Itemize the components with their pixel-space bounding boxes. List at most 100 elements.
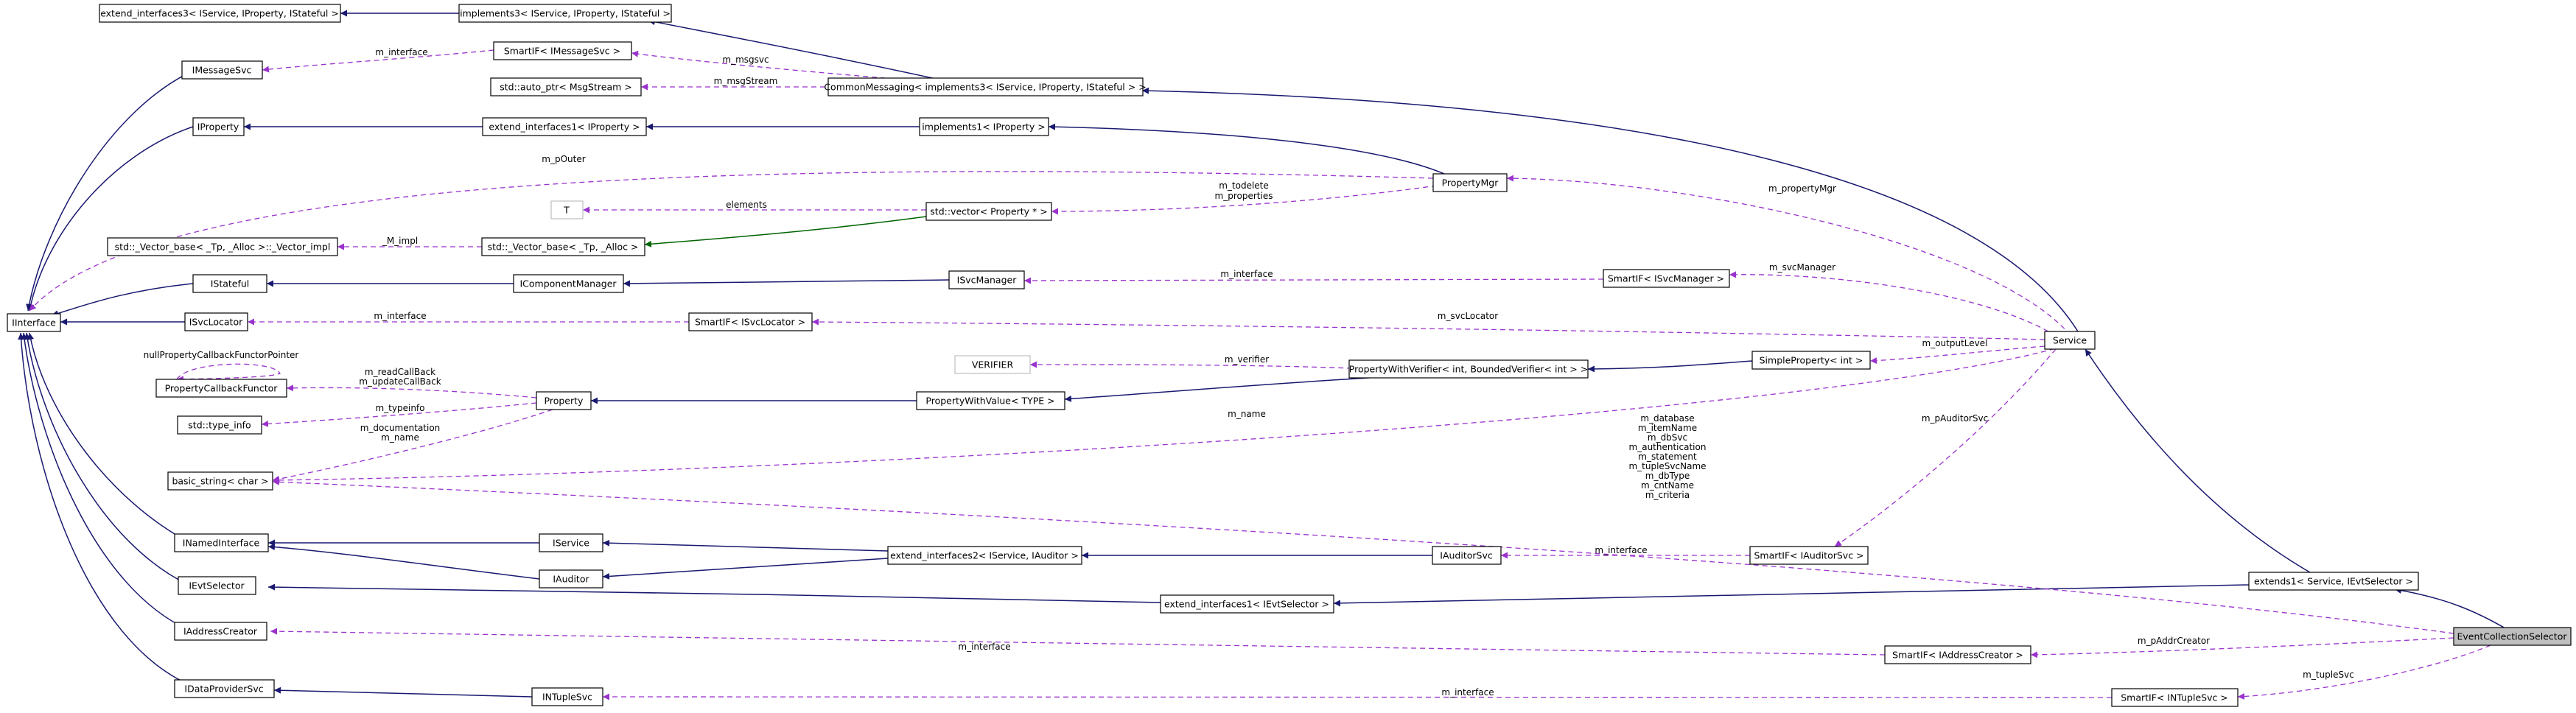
- svg-text:IComponentManager: IComponentManager: [519, 278, 617, 289]
- edge-property-to-propertycallbackfunctor: [286, 384, 537, 398]
- edge-property-to-basic-string: [272, 409, 553, 482]
- node-t[interactable]: T: [550, 200, 584, 219]
- node-icomponentmanager[interactable]: IComponentManager: [513, 274, 624, 293]
- svg-text:m_database: m_database: [1640, 413, 1694, 424]
- svg-text:SmartIF< IMessageSvc >: SmartIF< IMessageSvc >: [504, 46, 620, 57]
- svg-text:m_authentication: m_authentication: [1629, 442, 1707, 452]
- node-verifier[interactable]: VERIFIER: [954, 355, 1031, 374]
- svg-text:ISvcLocator: ISvcLocator: [189, 317, 243, 328]
- svg-text:SmartIF< INTupleSvc >: SmartIF< INTupleSvc >: [2121, 692, 2228, 703]
- svg-text:std::auto_ptr< MsgStream >: std::auto_ptr< MsgStream >: [500, 82, 631, 93]
- edge-eventcollectionselector-to-smartif-intuplesvc: [2237, 644, 2491, 700]
- edge-service-to-smartif-iauditorsvc: [1834, 348, 2057, 547]
- node-smartif-isvcmanager[interactable]: SmartIF< ISvcManager >: [1603, 269, 1730, 288]
- edge-commonmessaging-to-smartif-imessagesvc: [631, 50, 922, 82]
- node-auto-ptr-msgstream[interactable]: std::auto_ptr< MsgStream >: [490, 77, 642, 96]
- node-iaddresscreator[interactable]: IAddressCreator: [174, 622, 267, 641]
- node-vector-property[interactable]: std::vector< Property * >: [925, 202, 1052, 221]
- node-smartif-iaddresscreator[interactable]: SmartIF< IAddressCreator >: [1884, 645, 2031, 664]
- node-smartif-imessagesvc[interactable]: SmartIF< IMessageSvc >: [493, 41, 632, 60]
- node-idataprovidersvc[interactable]: IDataProviderSvc: [174, 679, 275, 698]
- edge-propertywithverifier-to-verifier: [1029, 361, 1353, 369]
- svg-text:SmartIF< ISvcManager >: SmartIF< ISvcManager >: [1608, 273, 1724, 284]
- edge-service-to-commonmessaging: [1141, 87, 2079, 332]
- svg-text:IMessageSvc: IMessageSvc: [192, 65, 252, 76]
- node-property[interactable]: Property: [536, 391, 592, 410]
- label-m-interface-msg: m_interface: [375, 47, 427, 57]
- edge-service-to-simpleproperty: [1869, 345, 2045, 365]
- node-propertywithvalue[interactable]: PropertyWithValue< TYPE >: [916, 391, 1065, 410]
- label-m-typeinfo: m_typeinfo: [375, 403, 424, 413]
- node-iproperty[interactable]: IProperty: [192, 117, 245, 136]
- node-vector-base-impl[interactable]: std::_Vector_base< _Tp, _Alloc >::_Vecto…: [107, 237, 338, 256]
- edge-service-to-smartif-isvclocator: [811, 318, 2045, 340]
- label-m-svclocator: m_svcLocator: [1438, 311, 1498, 321]
- label-m-pouter: m_pOuter: [542, 154, 585, 164]
- node-iauditorsvc[interactable]: IAuditorSvc: [1432, 546, 1502, 565]
- node-implements3[interactable]: implements3< IService, IProperty, IState…: [458, 4, 672, 23]
- node-basic-string[interactable]: basic_string< char >: [167, 471, 273, 491]
- label-m-interface-svcloc: m_interface: [374, 311, 426, 321]
- svg-text:PropertyWithVerifier< int, Bou: PropertyWithVerifier< int, BoundedVerifi…: [1349, 364, 1588, 375]
- svg-text:extend_interfaces1< IProperty: extend_interfaces1< IProperty >: [489, 122, 640, 133]
- node-vector-base[interactable]: std::_Vector_base< _Tp, _Alloc >: [481, 237, 645, 256]
- node-smartif-iauditorsvc[interactable]: SmartIF< IAuditorSvc >: [1749, 546, 1869, 565]
- node-inamedinterface[interactable]: INamedInterface: [174, 533, 269, 552]
- node-extends1[interactable]: extends1< Service, IEvtSelector >: [2248, 572, 2419, 591]
- edge-istateful-to-iinterface: [51, 283, 194, 317]
- node-propertymgr[interactable]: PropertyMgr: [1432, 173, 1508, 192]
- node-isvclocator[interactable]: ISvcLocator: [184, 312, 248, 331]
- node-eventcollectionselector[interactable]: EventCollectionSelector: [2453, 627, 2572, 646]
- edge-iaddresscreator-to-iinterface: [21, 332, 191, 631]
- svg-text:std::_Vector_base< _Tp, _Alloc: std::_Vector_base< _Tp, _Alloc >: [488, 242, 639, 253]
- svg-text:SmartIF< IAuditorSvc >: SmartIF< IAuditorSvc >: [1754, 550, 1863, 561]
- node-extend-interfaces1-ievtselector[interactable]: extend_interfaces1< IEvtSelector >: [1160, 594, 1334, 614]
- svg-text:IAuditor: IAuditor: [553, 574, 589, 585]
- svg-text:SmartIF< IAddressCreator >: SmartIF< IAddressCreator >: [1892, 650, 2023, 661]
- edge-extend-interfaces1-ievtselector-to-ievtselector: [267, 583, 1161, 603]
- edge-ievtselector-to-iinterface: [24, 332, 191, 586]
- svg-text:SmartIF< ISvcLocator >: SmartIF< ISvcLocator >: [695, 317, 805, 328]
- node-smartif-intuplesvc[interactable]: SmartIF< INTupleSvc >: [2111, 688, 2239, 707]
- svg-text:m_cntName: m_cntName: [1641, 480, 1694, 491]
- label-m-paddrcreator: m_pAddrCreator: [2138, 636, 2210, 646]
- node-service[interactable]: Service: [2044, 331, 2096, 350]
- svg-text:IAuditorSvc: IAuditorSvc: [1440, 550, 1493, 561]
- node-extend-interfaces2[interactable]: extend_interfaces2< IService, IAuditor >: [887, 546, 1082, 565]
- node-istateful[interactable]: IStateful: [192, 274, 267, 293]
- svg-text:IInterface: IInterface: [12, 317, 56, 329]
- node-smartif-isvclocator[interactable]: SmartIF< ISvcLocator >: [688, 312, 813, 331]
- node-extend-interfaces3[interactable]: extend_interfaces3< IService, IProperty,…: [99, 4, 341, 23]
- node-type-info[interactable]: std::type_info: [177, 415, 262, 435]
- label-m-interface-tuple: m_interface: [1441, 687, 1494, 698]
- node-intuplesvc[interactable]: INTupleSvc: [531, 687, 603, 706]
- node-implements1-iproperty[interactable]: implements1< IProperty >: [919, 117, 1049, 136]
- svg-text:PropertyMgr: PropertyMgr: [1442, 178, 1499, 189]
- edge-smartif-iaddresscreator-to-iaddresscreator: [270, 628, 1886, 656]
- label-m-documentation: m_documentation: [360, 423, 441, 433]
- svg-text:INamedInterface: INamedInterface: [183, 538, 260, 549]
- node-iinterface[interactable]: IInterface: [7, 313, 61, 332]
- node-ievtselector[interactable]: IEvtSelector: [178, 576, 256, 595]
- edge-service-to-smartif-isvcmanager: [1729, 271, 2057, 337]
- edge-propertycallbackfunctor-self: [176, 363, 281, 383]
- svg-text:IProperty: IProperty: [197, 122, 239, 133]
- node-propertycallbackfunctor[interactable]: PropertyCallbackFunctor: [155, 379, 287, 398]
- svg-text:CommonMessaging< implements3<: CommonMessaging< implements3< IService, …: [824, 82, 1146, 93]
- diagram-edge-labels: m_interface m_msgsvc m_msgStream m_pOute…: [144, 47, 2354, 698]
- node-propertywithverifier[interactable]: PropertyWithVerifier< int, BoundedVerifi…: [1348, 359, 1589, 379]
- label-m-updatecallback: m_updateCallBack: [359, 376, 441, 387]
- node-isvcmanager[interactable]: ISvcManager: [948, 270, 1025, 289]
- node-commonmessaging[interactable]: CommonMessaging< implements3< IService, …: [824, 77, 1147, 96]
- edge-propertymgr-to-implements1: [1048, 123, 1445, 175]
- label-m-tuplesvc: m_tupleSvc: [2303, 670, 2354, 680]
- node-simpleproperty-int[interactable]: SimpleProperty< int >: [1751, 351, 1871, 370]
- node-iauditor[interactable]: IAuditor: [539, 569, 603, 589]
- node-iservice[interactable]: IService: [539, 533, 603, 552]
- label-m-verifier: m_verifier: [1225, 354, 1269, 365]
- node-imessagesvc[interactable]: IMessageSvc: [181, 60, 263, 80]
- svg-text:SimpleProperty< int >: SimpleProperty< int >: [1760, 355, 1863, 366]
- node-extend-interfaces1-iproperty[interactable]: extend_interfaces1< IProperty >: [482, 117, 647, 136]
- diagram-edges: [18, 10, 2506, 700]
